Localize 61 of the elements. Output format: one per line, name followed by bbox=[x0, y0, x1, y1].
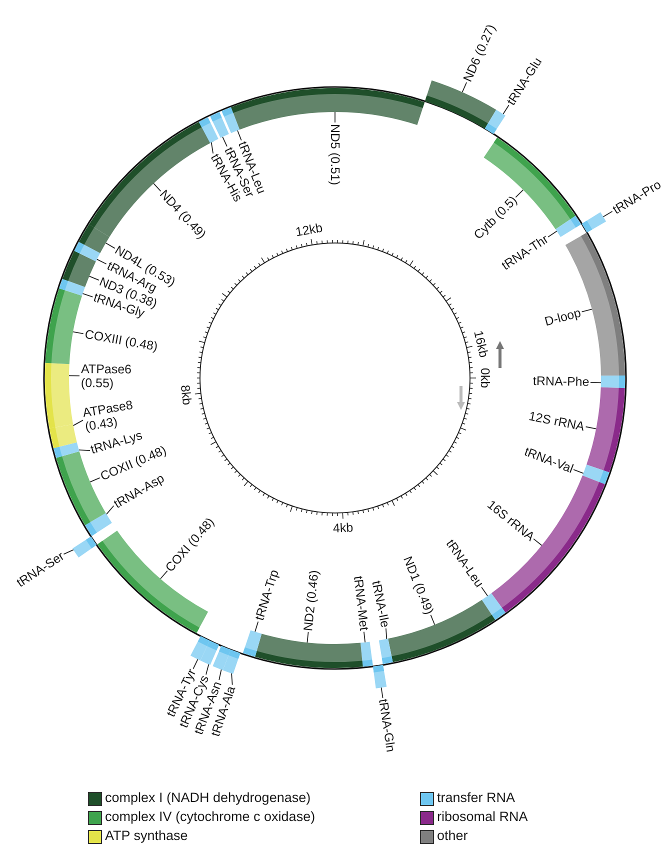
leader-line bbox=[210, 142, 214, 154]
leader-line bbox=[72, 420, 84, 426]
gene-label: tRNA-Ile bbox=[369, 579, 393, 629]
legend-label: ribosomal RNA bbox=[437, 809, 528, 824]
leader-line bbox=[192, 658, 198, 670]
leader-line bbox=[581, 308, 592, 312]
leader-line bbox=[363, 631, 366, 643]
leader-line bbox=[96, 258, 107, 264]
leader-line bbox=[78, 450, 90, 452]
gene-label: ND1 (0.49) bbox=[400, 554, 437, 616]
gene-label: 12S rRNA bbox=[528, 408, 586, 434]
leader-line bbox=[386, 628, 388, 640]
leader-line bbox=[72, 331, 84, 334]
scale-label: 4kb bbox=[332, 520, 354, 536]
leader-line bbox=[515, 189, 524, 198]
leader-line bbox=[88, 276, 100, 281]
leader-line bbox=[334, 112, 336, 123]
leader-line bbox=[481, 586, 488, 596]
gene-label: tRNA-Met bbox=[350, 574, 371, 632]
legend-label: complex I (NADH dehydrogenase) bbox=[105, 790, 311, 805]
scale-label: 8kb bbox=[178, 384, 194, 406]
leader-line bbox=[153, 183, 162, 192]
leader-line bbox=[502, 104, 510, 114]
leader-line bbox=[380, 687, 384, 698]
leader-line bbox=[573, 469, 584, 474]
leader-line bbox=[533, 538, 542, 546]
leader-line bbox=[206, 664, 210, 676]
gene-label: ND2 (0.46) bbox=[301, 569, 322, 632]
leader-line bbox=[90, 477, 100, 482]
gene-label: COXIII (0.48) bbox=[84, 327, 159, 354]
gene-label: D-loop bbox=[542, 306, 582, 329]
gene-label: tRNA-Gln bbox=[376, 698, 398, 754]
legend-label: ATP synthase bbox=[105, 828, 188, 843]
leader-line bbox=[590, 382, 602, 384]
legend-label: transfer RNA bbox=[437, 790, 516, 805]
leader-line bbox=[68, 375, 80, 376]
leader-line bbox=[222, 136, 228, 147]
leader-line bbox=[63, 549, 74, 555]
leader-line bbox=[218, 669, 222, 680]
gene-label: tRNA-Phe bbox=[532, 374, 590, 390]
leader-line bbox=[160, 570, 168, 580]
leader-line bbox=[602, 210, 613, 218]
leader-line bbox=[430, 614, 436, 626]
leader-line bbox=[254, 621, 259, 632]
leader-line bbox=[105, 242, 116, 249]
leader-line bbox=[237, 130, 242, 141]
gene-label: ATPase8 (0.43) bbox=[82, 396, 148, 434]
legend-label: other bbox=[437, 828, 468, 843]
gene-label: ND5 (0.51) bbox=[328, 124, 342, 186]
scale-label: 0kb bbox=[478, 368, 492, 388]
scale-label: 16kb bbox=[471, 329, 491, 360]
legend-label: complex IV (cytochrome c oxidase) bbox=[105, 809, 316, 824]
leader-line bbox=[82, 293, 94, 298]
leader-line bbox=[548, 230, 558, 238]
leader-line bbox=[231, 672, 233, 686]
gene-label: ATPase6 (0.55) bbox=[80, 362, 144, 390]
scale-label: 12kb bbox=[294, 221, 324, 240]
leader-line bbox=[106, 505, 114, 515]
leader-line bbox=[462, 82, 468, 92]
leader-line bbox=[306, 632, 309, 643]
leader-line bbox=[585, 426, 597, 430]
